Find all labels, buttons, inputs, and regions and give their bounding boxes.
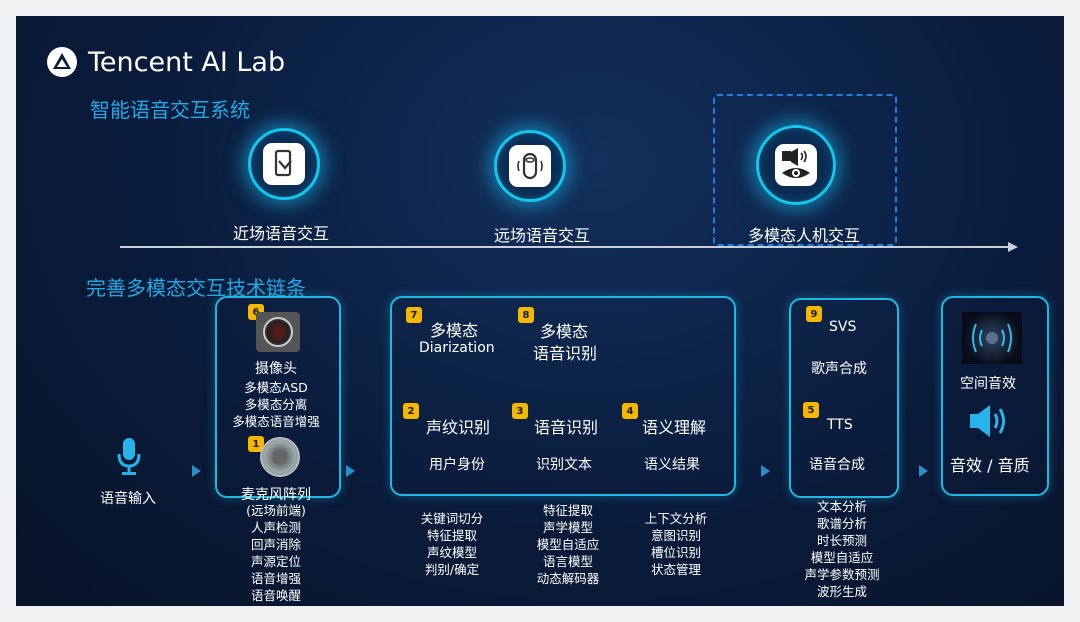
voiceprint-title: 声纹识别	[426, 418, 491, 437]
microphone-icon	[117, 438, 141, 475]
badge-9: 9	[806, 306, 822, 322]
mic-line-wakeup: 语音唤醒	[250, 588, 302, 603]
flow-arrow-2	[346, 465, 355, 477]
tencent-logo-icon	[47, 47, 77, 77]
voiceprint-sub: 用户身份	[429, 457, 485, 473]
synth-line-3: 时长预测	[816, 533, 868, 548]
badge-8: 8	[518, 307, 534, 323]
mode-label-near: 近场语音交互	[232, 224, 329, 243]
nlu-line-2: 意图识别	[650, 528, 702, 543]
mic-array-sub: (远场前端)	[246, 503, 306, 518]
mm-asr-title: 多模态	[540, 322, 589, 341]
svs-title: SVS	[829, 319, 857, 335]
synth-line-4: 模型自适应	[810, 550, 874, 565]
camera-icon	[256, 312, 300, 352]
mic-array-title: 麦克风阵列	[241, 487, 311, 503]
flow-arrow-1	[192, 465, 201, 477]
svs-sub: 歌声合成	[811, 361, 867, 377]
badge-2: 2	[403, 403, 419, 419]
frontend-box	[215, 296, 341, 498]
tts-title: TTS	[827, 417, 853, 433]
synth-line-5: 声学参数预测	[804, 567, 880, 582]
smart-speaker-icon	[509, 145, 551, 187]
flow-arrow-4	[919, 465, 928, 477]
asr-line-4: 语言模型	[542, 554, 594, 569]
mic-line-vad: 人声检测	[250, 520, 302, 535]
brand-name: Tencent AI Lab	[88, 46, 286, 78]
synth-line-2: 歌谱分析	[816, 516, 868, 531]
spatial-audio-label: 空间音效	[960, 376, 1016, 392]
vp-line-1: 关键词切分	[420, 511, 484, 526]
mic-line-enhance: 语音增强	[250, 571, 302, 586]
camera-line-asd: 多模态ASD	[244, 380, 308, 395]
asr-line-2: 声学模型	[542, 520, 594, 535]
flow-arrow-3	[761, 465, 770, 477]
multimodal-highlight-frame	[713, 94, 897, 246]
diarization-title: 多模态	[430, 321, 479, 340]
asr-sub: 识别文本	[536, 457, 592, 473]
badge-4: 4	[622, 403, 638, 419]
mic-line-doa: 声源定位	[250, 554, 302, 569]
timeline-arrow-head	[1008, 242, 1018, 252]
diarization-sub: Diarization	[419, 340, 495, 356]
vp-line-4: 判别/确定	[424, 562, 480, 577]
tts-sub: 语音合成	[809, 457, 865, 473]
mode-label-multimodal: 多模态人机交互	[747, 226, 860, 245]
vp-line-2: 特征提取	[426, 528, 478, 543]
vp-line-3: 声纹模型	[426, 545, 478, 560]
spatial-audio-image	[962, 312, 1022, 364]
nlu-line-3: 槽位识别	[650, 545, 702, 560]
recognition-box	[390, 296, 736, 496]
camera-title: 摄像头	[255, 361, 297, 377]
audio-box	[941, 296, 1049, 496]
audio-quality-label: 音效 / 音质	[950, 456, 1030, 475]
asr-line-5: 动态解码器	[536, 571, 600, 586]
badge-3: 3	[512, 403, 528, 419]
badge-7: 7	[406, 307, 422, 323]
camera-line-enhance: 多模态语音增强	[232, 414, 320, 429]
brand: Tencent AI Lab	[46, 46, 285, 78]
badge-5: 5	[803, 402, 819, 418]
phone-icon	[263, 143, 305, 185]
section-title-system: 智能语音交互系统	[90, 98, 250, 122]
camera-line-separation: 多模态分离	[244, 397, 308, 412]
badge-1: 1	[248, 436, 264, 452]
mic-line-aec: 回声消除	[250, 537, 302, 552]
nlu-line-1: 上下文分析	[644, 511, 708, 526]
speaker-icon	[970, 405, 1005, 437]
mic-array-icon	[260, 437, 300, 477]
near-field-circle	[248, 128, 320, 200]
slide: Tencent AI Lab 智能语音交互系统 近场语音交互 远场语音交互 多模…	[16, 16, 1064, 606]
mm-asr-sub: 语音识别	[533, 344, 598, 363]
speaker-eye-icon	[775, 144, 817, 186]
asr-title: 语音识别	[534, 418, 599, 437]
nlu-title: 语义理解	[642, 418, 707, 437]
asr-line-1: 特征提取	[542, 503, 594, 518]
multimodal-circle	[756, 125, 836, 205]
synth-line-6: 波形生成	[816, 584, 868, 599]
nlu-sub: 语义结果	[644, 457, 700, 473]
mode-label-far: 远场语音交互	[493, 226, 590, 245]
far-field-circle	[494, 130, 566, 202]
voice-input-label: 语音输入	[100, 491, 156, 507]
timeline-axis	[120, 246, 1010, 248]
nlu-line-4: 状态管理	[650, 562, 702, 577]
asr-line-3: 模型自适应	[536, 537, 600, 552]
synthesis-box	[789, 298, 899, 498]
synth-line-1: 文本分析	[816, 499, 868, 514]
